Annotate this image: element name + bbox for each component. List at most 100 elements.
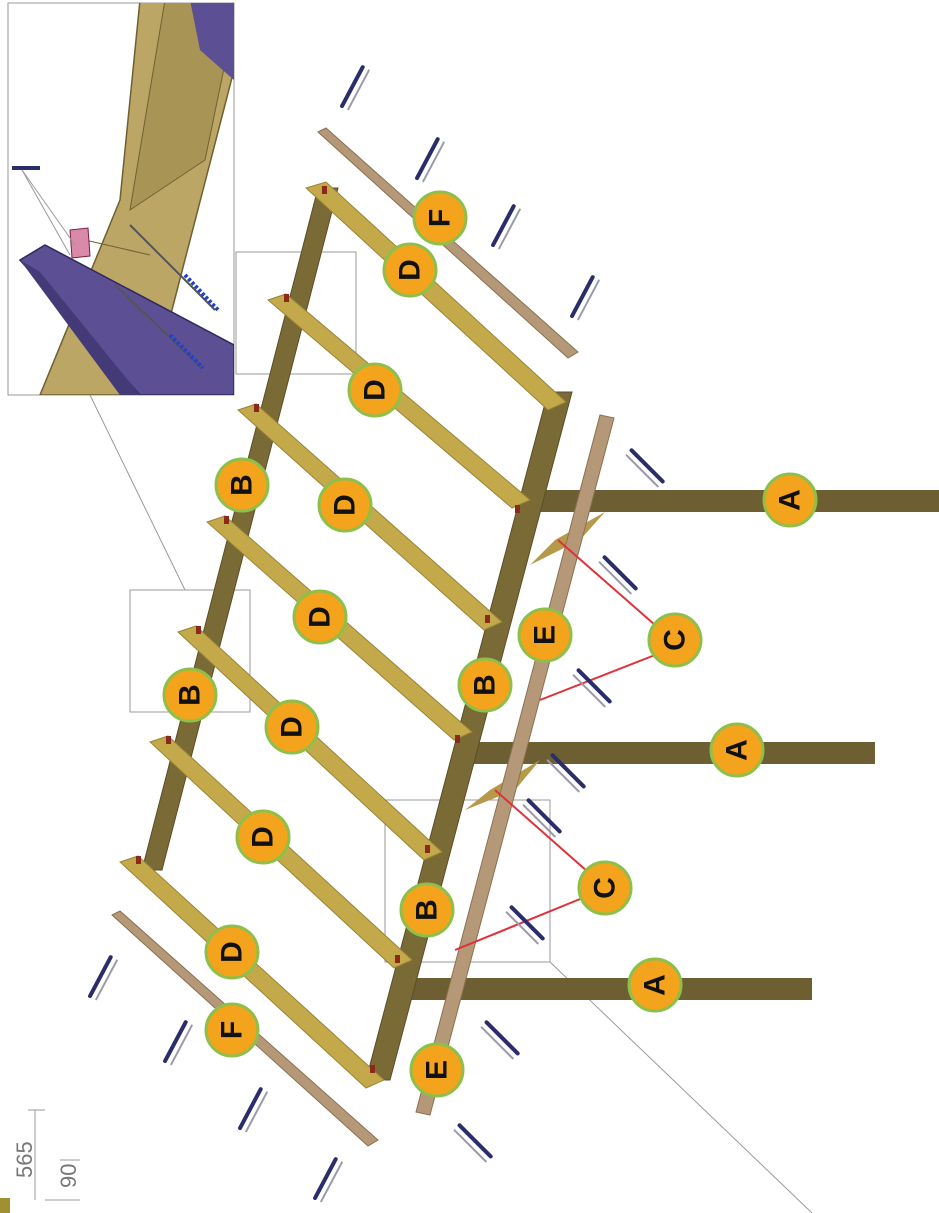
screw-icon bbox=[598, 555, 638, 595]
dimension-width: 90 bbox=[56, 1164, 81, 1188]
label-letter: D bbox=[247, 826, 280, 848]
label-circle bbox=[204, 1002, 260, 1058]
label-letter: F bbox=[424, 209, 457, 227]
screw-icon bbox=[88, 955, 118, 1001]
label-circle bbox=[709, 722, 765, 778]
angle-bracket-icon bbox=[196, 626, 201, 634]
part-label-b: B bbox=[399, 882, 455, 938]
part-label-d: D bbox=[292, 589, 348, 645]
label-circle bbox=[235, 809, 291, 865]
dimension-block: 565 90 bbox=[0, 1109, 81, 1213]
label-letter: B bbox=[469, 674, 502, 696]
label-letter: A bbox=[721, 739, 754, 761]
post-a2 bbox=[470, 742, 875, 764]
label-letter: B bbox=[174, 684, 207, 706]
label-circle bbox=[214, 457, 270, 513]
angle-bracket-icon bbox=[370, 1065, 375, 1073]
inset-screw-icon bbox=[183, 273, 220, 312]
brackets bbox=[136, 186, 520, 1073]
label-circle bbox=[317, 477, 373, 533]
part-label-a: A bbox=[709, 722, 765, 778]
rafter-1 bbox=[305, 181, 567, 411]
part-labels: A A A B B B B C C D D D D D D D E E F F bbox=[162, 190, 818, 1098]
angle-bracket-icon bbox=[515, 505, 520, 513]
screw-icon bbox=[313, 1157, 343, 1203]
part-label-b: B bbox=[457, 657, 513, 713]
screws bbox=[88, 65, 665, 1203]
board-e bbox=[415, 414, 615, 1116]
part-label-e: E bbox=[517, 607, 573, 663]
inset-screw-shaft-1 bbox=[129, 224, 216, 311]
dimension-height: 565 bbox=[12, 1141, 37, 1178]
boards-e bbox=[415, 414, 615, 1116]
part-label-d: D bbox=[317, 477, 373, 533]
screw-icon bbox=[572, 668, 612, 708]
part-label-a: A bbox=[762, 472, 818, 528]
inset-leader bbox=[21, 169, 71, 256]
label-letter: D bbox=[359, 379, 392, 401]
beam-right bbox=[365, 391, 573, 1081]
part-label-f: F bbox=[204, 1002, 260, 1058]
post-a1 bbox=[525, 490, 939, 512]
part-label-b: B bbox=[214, 457, 270, 513]
part-label-c: C bbox=[647, 612, 703, 668]
label-circle bbox=[647, 612, 703, 668]
screw-icon bbox=[522, 798, 562, 838]
part-label-e: E bbox=[409, 1042, 465, 1098]
label-letter: A bbox=[639, 974, 672, 996]
inset-detail bbox=[7, 2, 235, 396]
label-letter: C bbox=[589, 877, 622, 899]
label-circle bbox=[399, 882, 455, 938]
angle-bracket-icon bbox=[136, 856, 141, 864]
label-circle bbox=[457, 657, 513, 713]
angle-bracket-icon bbox=[485, 615, 490, 623]
label-circle bbox=[162, 667, 218, 723]
detail-leader bbox=[89, 394, 186, 591]
detail-leader bbox=[549, 961, 813, 1213]
label-letter: D bbox=[329, 494, 362, 516]
label-letter: C bbox=[659, 629, 692, 651]
part-label-a: A bbox=[627, 957, 683, 1013]
label-circle bbox=[627, 957, 683, 1013]
part-label-d: D bbox=[204, 924, 260, 980]
inset-board-edge bbox=[20, 260, 140, 395]
screw-icon bbox=[340, 65, 370, 111]
screw-icon bbox=[480, 1020, 520, 1060]
part-label-f: F bbox=[412, 190, 468, 246]
screw-icon bbox=[625, 448, 665, 488]
part-label-c: C bbox=[577, 860, 633, 916]
inset-leader bbox=[21, 169, 76, 246]
label-circle bbox=[412, 190, 468, 246]
label-letter: D bbox=[304, 606, 337, 628]
label-circle bbox=[264, 699, 320, 755]
screw-icon bbox=[546, 753, 586, 793]
part-label-d: D bbox=[235, 809, 291, 865]
angle-bracket-icon bbox=[395, 955, 400, 963]
label-letter: B bbox=[411, 899, 444, 921]
angle-bracket-icon bbox=[254, 404, 259, 412]
label-letter: E bbox=[421, 1060, 454, 1080]
label-letter: D bbox=[394, 259, 427, 281]
c-leaders bbox=[454, 539, 656, 951]
part-label-d: D bbox=[347, 362, 403, 418]
screw-icon bbox=[491, 204, 521, 250]
label-letter: D bbox=[276, 716, 309, 738]
label-circle bbox=[517, 607, 573, 663]
label-letter: B bbox=[226, 474, 259, 496]
inset-bracket-icon bbox=[69, 227, 91, 259]
post-a3 bbox=[400, 978, 812, 1000]
screw-icon bbox=[570, 275, 600, 321]
screw-icon bbox=[163, 1020, 193, 1066]
angle-bracket-icon bbox=[224, 516, 229, 524]
screw-icon bbox=[238, 1087, 268, 1133]
label-circle bbox=[347, 362, 403, 418]
label-letter: E bbox=[529, 625, 562, 645]
inset-screw-icon bbox=[168, 333, 205, 370]
angle-bracket-icon bbox=[284, 294, 289, 302]
angle-bracket-icon bbox=[455, 735, 460, 743]
part-label-d: D bbox=[264, 699, 320, 755]
cross-section-swatch bbox=[0, 1198, 10, 1213]
screw-icon bbox=[453, 1123, 493, 1163]
inset-top-board bbox=[190, 3, 234, 80]
